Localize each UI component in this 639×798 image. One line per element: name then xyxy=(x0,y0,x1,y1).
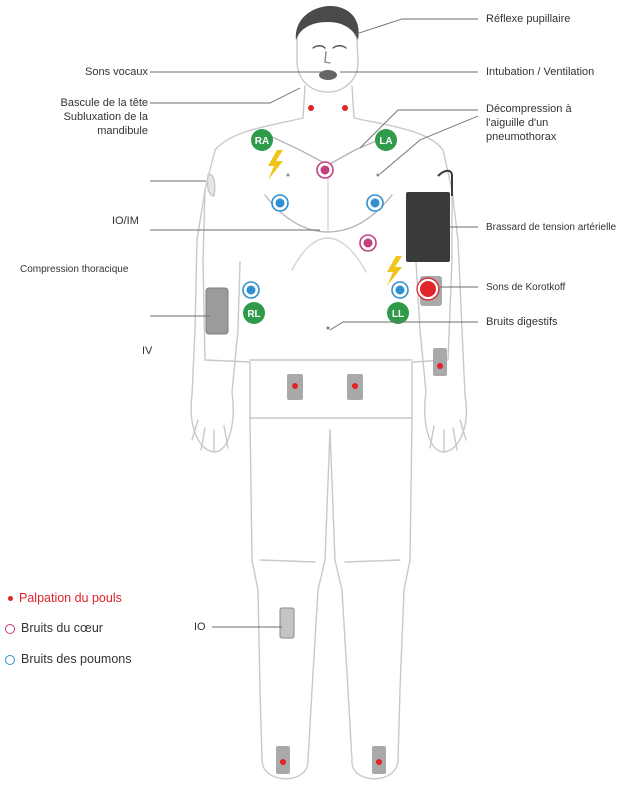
label-compression: Compression thoracique xyxy=(20,263,128,276)
pulse-foot-left xyxy=(376,759,382,765)
bp-cuff xyxy=(406,192,450,262)
ecg-electrodes: RA LA RL LL xyxy=(243,129,409,324)
label-iv: IV xyxy=(142,345,152,358)
legend-lung-label: Bruits des poumons xyxy=(21,652,131,666)
label-reflexe-pupillaire: Réflexe pupillaire xyxy=(486,13,570,26)
label-bascule-3: mandibule xyxy=(30,125,148,138)
pulse-dot-icon xyxy=(8,596,13,601)
leader-lines xyxy=(150,19,478,627)
defib-bolt-icon xyxy=(268,150,283,180)
label-bascule-2: Subluxation de la xyxy=(30,111,148,124)
label-korotkoff: Sons de Korotkoff xyxy=(486,281,565,294)
legend-pulse-label: Palpation du pouls xyxy=(19,591,122,605)
mouth-shape xyxy=(319,70,337,80)
forearm-pad xyxy=(433,348,447,376)
label-bascule-1: Bascule de la tête xyxy=(30,97,148,110)
pulse-carotid-left xyxy=(342,105,348,111)
legend-item-lung: Bruits des poumons xyxy=(5,651,131,667)
body-outline xyxy=(191,19,466,779)
label-decompression-1: Décompression à xyxy=(486,103,572,116)
pulse-carotid-right xyxy=(308,105,314,111)
hair-shape xyxy=(296,6,359,40)
legend-item-heart: Bruits du cœur xyxy=(5,620,103,636)
legend-item-pulse: Palpation du pouls xyxy=(8,590,122,606)
label-io: IO xyxy=(194,621,206,634)
label-decompression-2: l'aiguille d'un xyxy=(486,117,548,130)
pulse-foot-right xyxy=(280,759,286,765)
pulse-femoral-right xyxy=(292,383,298,389)
ecg-ll-label: LL xyxy=(392,309,404,320)
label-sons-vocaux: Sons vocaux xyxy=(52,66,148,79)
label-bruits-digestifs: Bruits digestifs xyxy=(486,316,558,329)
label-brassard: Brassard de tension artérielle xyxy=(486,221,616,234)
ecg-la-label: LA xyxy=(379,136,392,147)
lung-ring-icon xyxy=(5,655,15,665)
label-decompression-3: pneumothorax xyxy=(486,131,556,144)
needle-decompression-point xyxy=(377,174,380,177)
ecg-ra-label: RA xyxy=(255,136,269,147)
pulse-radial-left xyxy=(437,363,443,369)
label-intubation: Intubation / Ventilation xyxy=(486,66,594,79)
korotkoff-point xyxy=(419,280,437,298)
io-shin-pad xyxy=(280,608,294,638)
navel-point xyxy=(326,326,329,329)
pulse-femoral-left xyxy=(352,383,358,389)
legend-heart-label: Bruits du cœur xyxy=(21,621,103,635)
lung-points xyxy=(243,195,408,298)
heart-ring-icon xyxy=(5,624,15,634)
label-io-im: IO/IM xyxy=(112,215,139,228)
needle-decompression-point xyxy=(287,174,290,177)
iv-pad xyxy=(206,288,228,334)
ecg-rl-label: RL xyxy=(247,309,260,320)
